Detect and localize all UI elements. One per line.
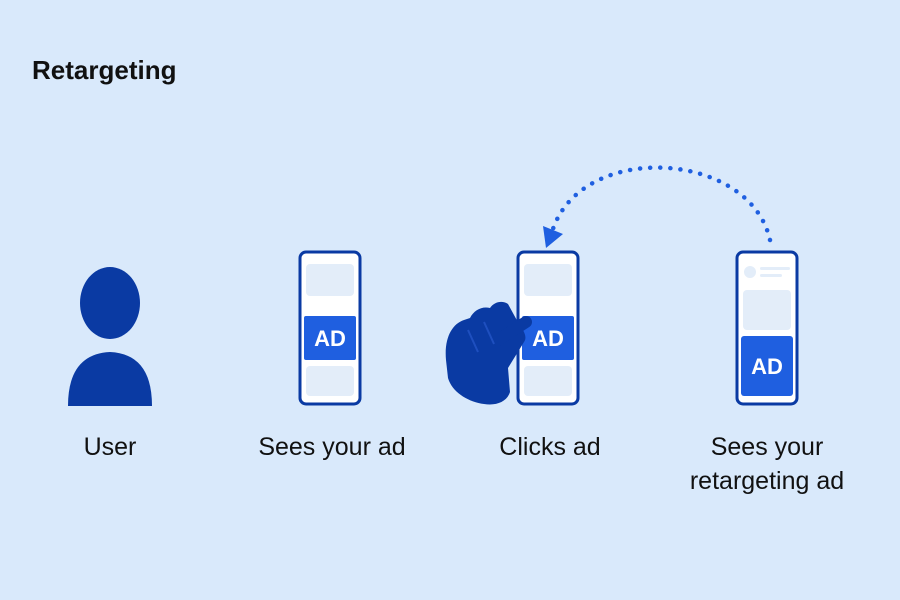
step-caption-sees-ad: Sees your ad bbox=[258, 433, 406, 461]
step-caption-clicks-ad: Clicks ad bbox=[499, 433, 601, 461]
user-silhouette-icon bbox=[68, 267, 152, 406]
ad-label: AD bbox=[314, 326, 346, 351]
ad-banner bbox=[522, 316, 574, 360]
ad-label: AD bbox=[532, 326, 564, 351]
ad-banner bbox=[304, 316, 356, 360]
hand-pointer-icon bbox=[445, 301, 532, 405]
dotted-curved-arrow-icon bbox=[543, 165, 773, 248]
hand-clicking-phone-ad-icon: AD bbox=[445, 250, 580, 406]
step-caption-retargeting-ad: Sees your retargeting ad bbox=[689, 433, 845, 495]
step-caption-user: User bbox=[83, 433, 137, 461]
retargeting-ad-banner bbox=[741, 336, 793, 396]
phone-with-ad-icon: AD bbox=[298, 250, 362, 406]
ad-label: AD bbox=[751, 354, 783, 379]
arrow-head bbox=[543, 226, 563, 248]
phone-with-retargeting-ad-icon: AD bbox=[735, 250, 799, 406]
page-title: Retargeting bbox=[32, 55, 177, 85]
phone-icon: AD bbox=[516, 250, 580, 406]
